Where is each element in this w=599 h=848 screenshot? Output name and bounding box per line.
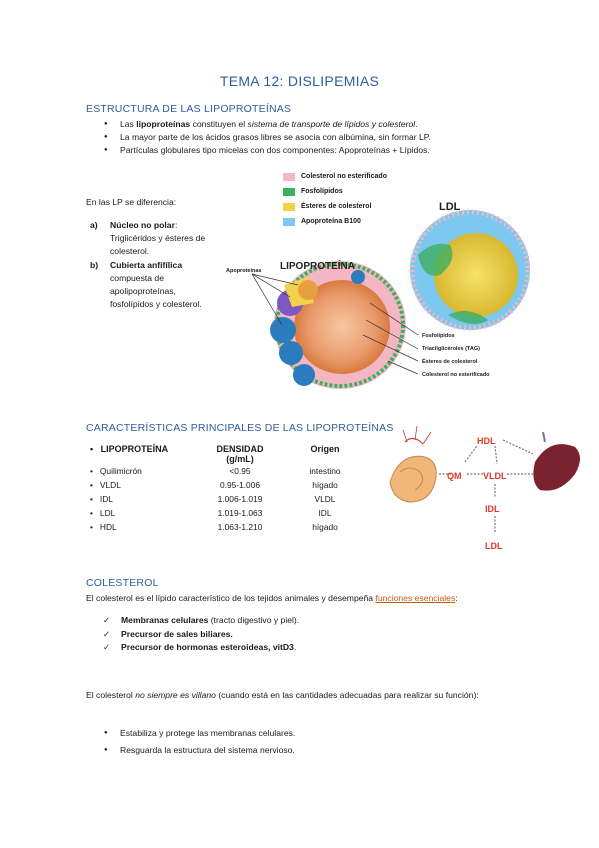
pathway-arrows xyxy=(439,439,534,532)
funciones-esenciales-link[interactable]: funciones esenciales xyxy=(375,593,456,603)
legend-swatch xyxy=(283,172,295,181)
table-row: • HDL 1.063-1.210 hígado xyxy=(90,522,338,532)
legend-item: Fosfolípidos xyxy=(283,184,387,199)
apoproteinas-pointers xyxy=(251,273,299,326)
legend-item: Ésteres de colesterol xyxy=(283,199,387,214)
callout-fosfolipidos: Fosfolípidos xyxy=(422,333,455,339)
list-item: Partículas globulares tipo micelas con d… xyxy=(86,144,431,157)
list-item: Precursor de hormonas esteroideas, vitD3… xyxy=(101,641,299,655)
ldl-label: LDL xyxy=(439,201,461,213)
list-item: Las lipoproteínas constituyen el sistema… xyxy=(86,118,431,131)
figure-legend: Colesterol no esterificado Fosfolípidos … xyxy=(283,169,387,229)
list-item: b)Cubierta anfifílica compuesta de apoli… xyxy=(90,259,202,310)
diagram-ldl: LDL xyxy=(485,541,503,551)
list-item: Estabiliza y protege las membranas celul… xyxy=(86,727,295,740)
lp-parts-list: a)Núcleo no polar: Triglicéridos y éster… xyxy=(86,219,214,311)
diagram-vldl: VLDL xyxy=(483,471,507,481)
lipoprotein-table: • LIPOPROTEÍNA DENSIDAD(g/mL) Origen • Q… xyxy=(90,444,370,534)
table-row: • Quilimicrón <0.95 intestino xyxy=(90,466,341,476)
table-row: • LDL 1.019-1.063 IDL xyxy=(90,508,332,518)
ldl-sphere xyxy=(409,209,530,331)
colesterol-villano-paragraph: El colesterol no siempre es villano (cua… xyxy=(86,690,479,700)
funciones-checklist: Membranas celulares (tracto digestivo y … xyxy=(101,614,299,655)
col-header-densidad: DENSIDAD(g/mL) xyxy=(216,444,264,464)
table-header-row: • LIPOPROTEÍNA DENSIDAD(g/mL) Origen xyxy=(90,444,370,464)
list-item: La mayor parte de los ácidos grasos libr… xyxy=(86,131,431,144)
diagram-qm: QM xyxy=(447,471,462,481)
diagram-hdl: HDL xyxy=(477,436,496,446)
list-item: Membranas celulares (tracto digestivo y … xyxy=(101,614,299,628)
apoproteinas-label: Apoproteínas xyxy=(226,268,261,274)
list-item: a)Núcleo no polar: Triglicéridos y éster… xyxy=(90,220,206,257)
callout-lines xyxy=(362,302,419,375)
col-header-origen: Origen xyxy=(310,444,340,454)
table-row: • IDL 1.006-1.019 VLDL xyxy=(90,494,336,504)
col-header-lipoproteina: • LIPOPROTEÍNA xyxy=(90,444,169,454)
legend-swatch xyxy=(283,217,295,226)
section-heading-caracteristicas: CARACTERÍSTICAS PRINCIPALES DE LAS LIPOP… xyxy=(86,422,394,434)
diagram-idl: IDL xyxy=(485,504,500,514)
colesterol-intro: El colesterol es el lípido característic… xyxy=(86,593,458,603)
callout-tag: Triacilglicéroles (TAG) xyxy=(422,346,480,352)
section-heading-estructura: ESTRUCTURA DE LAS LIPOPROTEÍNAS xyxy=(86,103,292,115)
intestine-illustration xyxy=(389,425,437,503)
legend-item: Apoproteína B100 xyxy=(283,214,387,229)
diff-intro: En las LP se diferencia: xyxy=(86,197,177,207)
callout-colesterol: Colesterol no esterificado xyxy=(422,372,490,378)
section-heading-colesterol: COLESTEROL xyxy=(86,577,159,589)
liver-illustration xyxy=(533,431,580,491)
legend-swatch xyxy=(283,202,295,211)
legend-item: Colesterol no esterificado xyxy=(283,169,387,184)
table-row: • VLDL 0.95-1.006 hígado xyxy=(90,480,338,490)
lipoprotein-particle xyxy=(270,261,406,389)
list-item: Precursor de sales biliares. xyxy=(101,628,299,642)
estructura-bullets: Las lipoproteínas constituyen el sistema… xyxy=(86,118,431,158)
callout-esteres: Ésteres de colesterol xyxy=(422,357,478,365)
lipoprotein-label: LIPOPROTEÍNA xyxy=(280,259,355,272)
lipoprotein-pathway-diagram: HDL QM VLDL IDL LDL xyxy=(389,425,580,551)
lipoprotein-figure: LDL LIPOPROTEÍNA Apoproteínas Fosfolípid… xyxy=(226,201,530,389)
list-item: Resguarda la estructura del sistema nerv… xyxy=(86,744,295,757)
villano-bullets: Estabiliza y protege las membranas celul… xyxy=(86,727,295,758)
page-title: TEMA 12: DISLIPEMIAS xyxy=(219,73,380,89)
legend-swatch xyxy=(283,187,295,196)
